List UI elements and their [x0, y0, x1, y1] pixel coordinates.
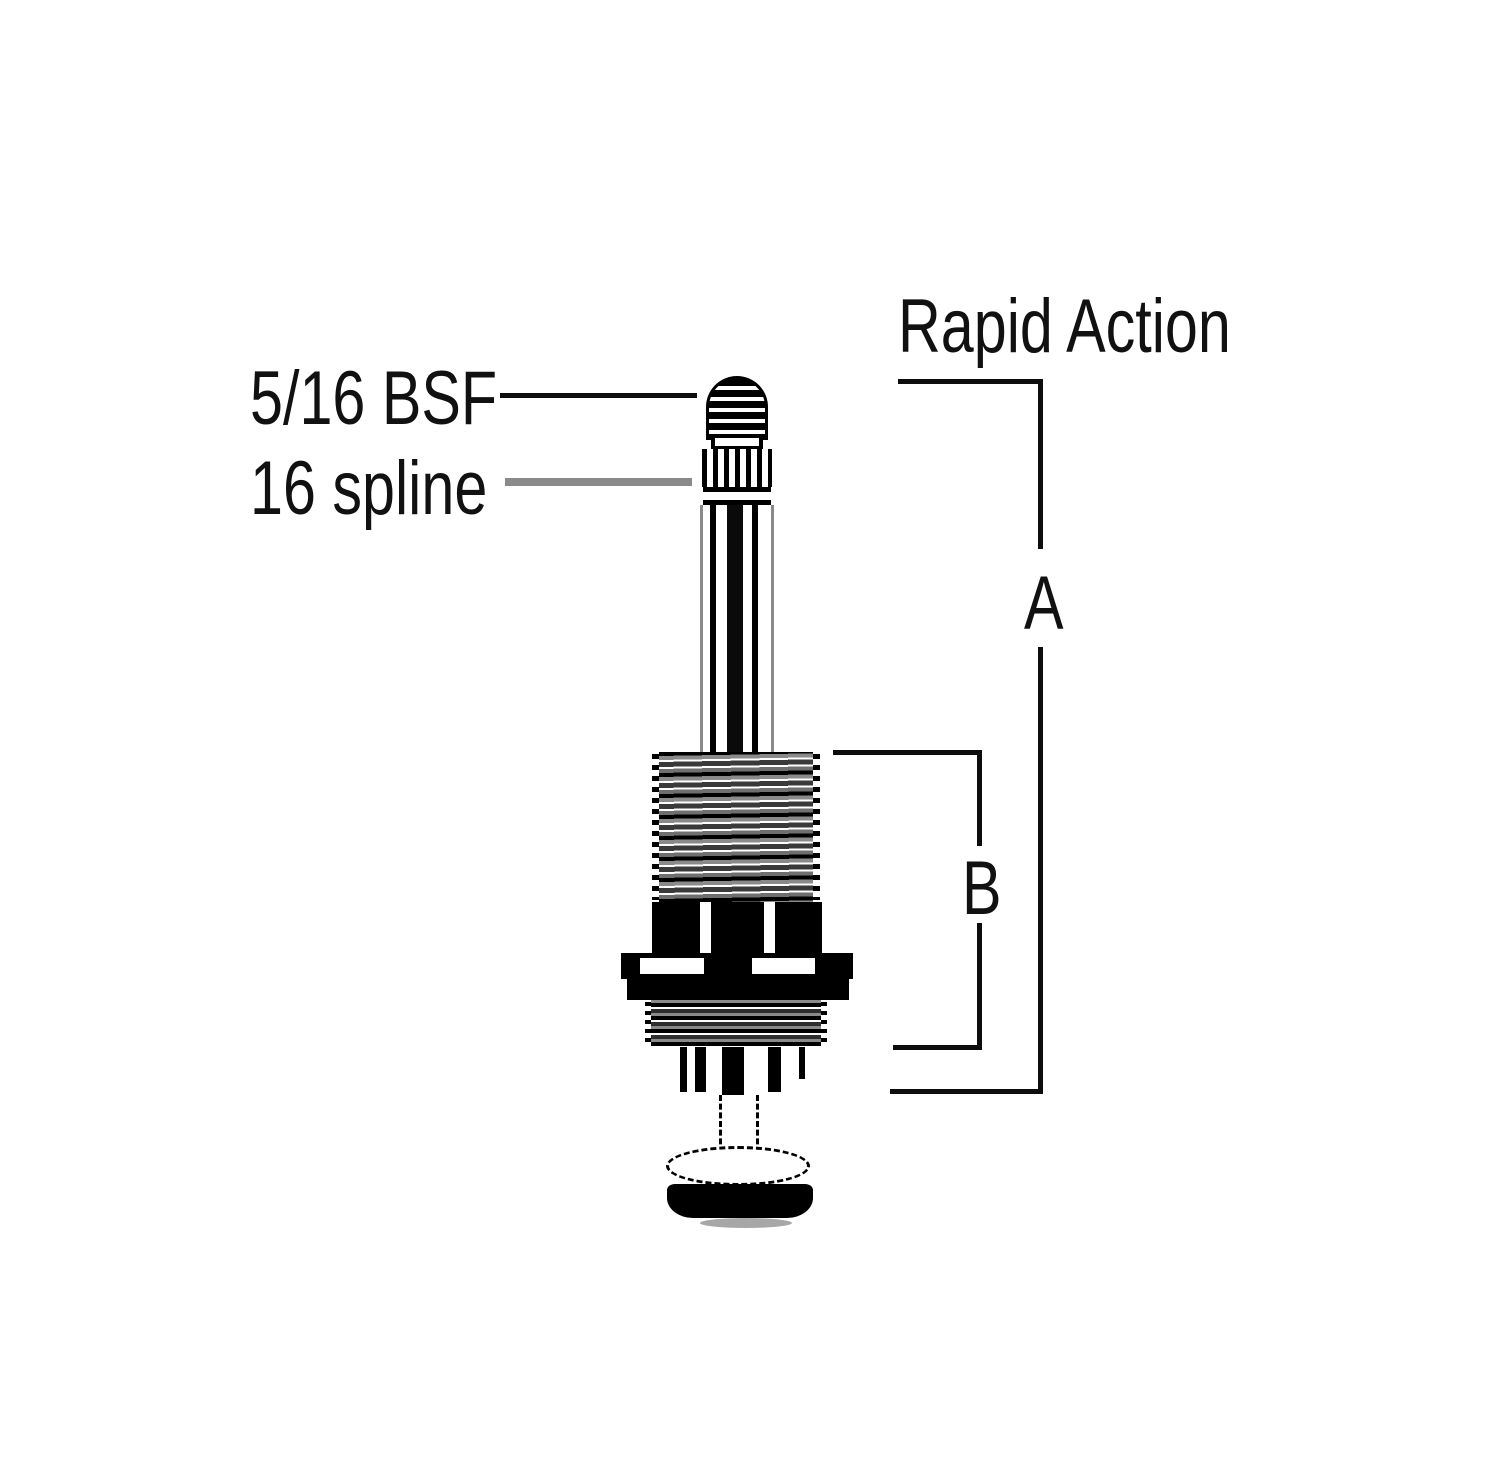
lower-thread-collar-drawing — [645, 1000, 827, 1047]
dim-b-bracket-vertical-upper — [977, 750, 982, 846]
dim-b-bracket-vertical-lower — [977, 923, 982, 1050]
hex-nut-drawing — [652, 902, 822, 953]
dim-b-bracket-bottom — [893, 1045, 982, 1050]
thread-spec-leader-line — [500, 393, 697, 398]
jumper-plate-drawing — [666, 1146, 810, 1186]
threaded-body-drawing — [652, 752, 820, 902]
spline-section-drawing — [702, 449, 772, 487]
spline-spec-label: 16 spline — [250, 446, 488, 531]
dimension-b-label: B — [962, 846, 1002, 931]
washer-shadow-drawing — [700, 1218, 792, 1228]
tap-washer-drawing — [667, 1184, 813, 1218]
prong-left-drawing — [680, 1047, 706, 1092]
dim-b-bracket-top — [833, 750, 982, 755]
flange-washer-drawing — [621, 953, 853, 979]
jumper-stem-drawing — [719, 1095, 759, 1153]
spline-spec-leader-line — [505, 478, 692, 486]
thread-spec-label: 5/16 BSF — [250, 356, 498, 441]
dim-a-bracket-top — [898, 379, 1043, 384]
gland-band-drawing — [627, 979, 849, 1000]
spindle-shaft-drawing — [700, 505, 774, 752]
collar-ring-drawing — [703, 487, 771, 505]
dim-a-bracket-bottom — [890, 1089, 1043, 1094]
threaded-tip-drawing — [706, 376, 768, 440]
prong-center-drawing — [722, 1047, 744, 1095]
dim-a-bracket-vertical-upper — [1038, 379, 1043, 549]
mechanism-label: Rapid Action — [898, 284, 1231, 369]
dimension-a-label: A — [1024, 561, 1064, 646]
prong-right-drawing — [768, 1047, 781, 1092]
prong-far-right-drawing — [799, 1047, 805, 1079]
tip-neck-drawing — [711, 438, 763, 449]
dim-a-bracket-vertical-lower — [1038, 647, 1043, 1094]
